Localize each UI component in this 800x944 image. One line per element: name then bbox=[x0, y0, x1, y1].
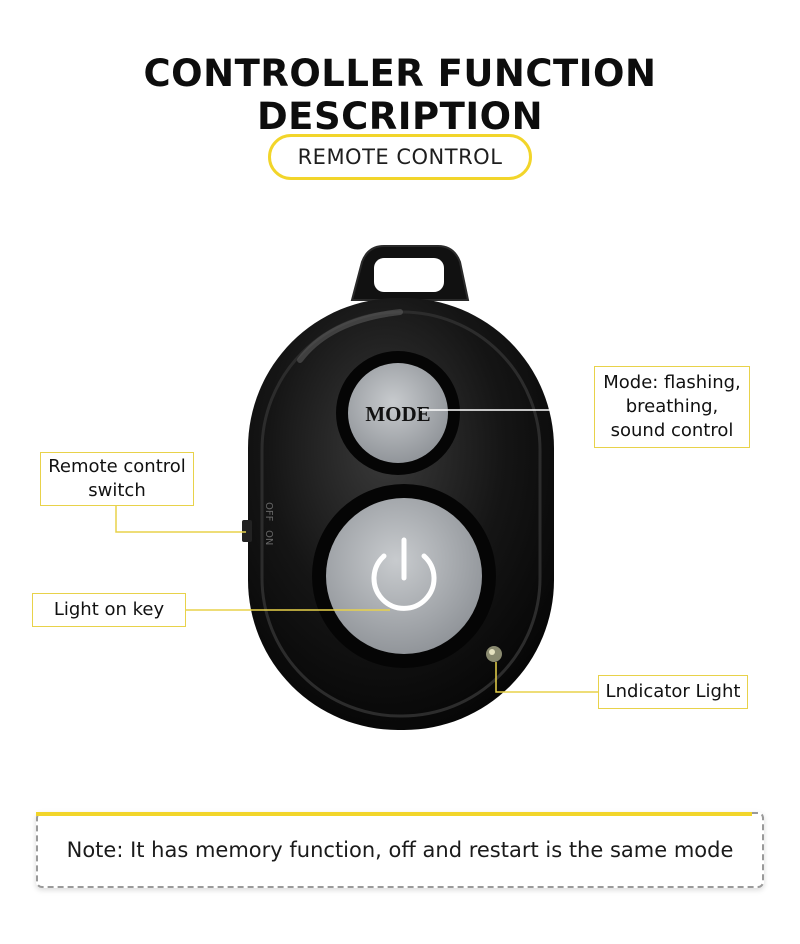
mode-button-label: MODE bbox=[365, 402, 430, 426]
mode-button bbox=[348, 363, 448, 463]
callout-switch-line: Remote control bbox=[48, 456, 186, 477]
switch-leader bbox=[115, 504, 246, 533]
callout-indicator: Lndicator Light bbox=[598, 675, 748, 709]
remote-control-badge: REMOTE CONTROL bbox=[268, 134, 532, 180]
indicator-leader bbox=[495, 662, 598, 693]
callout-switch: Remote control switch bbox=[40, 452, 194, 506]
switch-mark-on: ON bbox=[263, 530, 274, 545]
page-title: CONTROLLER FUNCTION DESCRIPTION bbox=[143, 52, 657, 138]
switch-mark-off: OFF bbox=[263, 502, 274, 522]
callout-switch-line: switch bbox=[88, 480, 146, 501]
note-accent-bar bbox=[36, 812, 752, 816]
callout-mode-line: breathing, bbox=[625, 396, 719, 417]
callout-mode: Mode: flashing, breathing, sound control bbox=[594, 366, 750, 448]
lanyard-hole bbox=[374, 258, 444, 292]
callout-light-key: Light on key bbox=[32, 593, 186, 627]
memory-note: Note: It has memory function, off and re… bbox=[36, 812, 764, 888]
power-icon bbox=[371, 553, 437, 611]
power-switch bbox=[242, 520, 252, 542]
callout-mode-line: sound control bbox=[610, 420, 734, 441]
callout-mode-line: Mode: flashing, bbox=[603, 372, 741, 393]
